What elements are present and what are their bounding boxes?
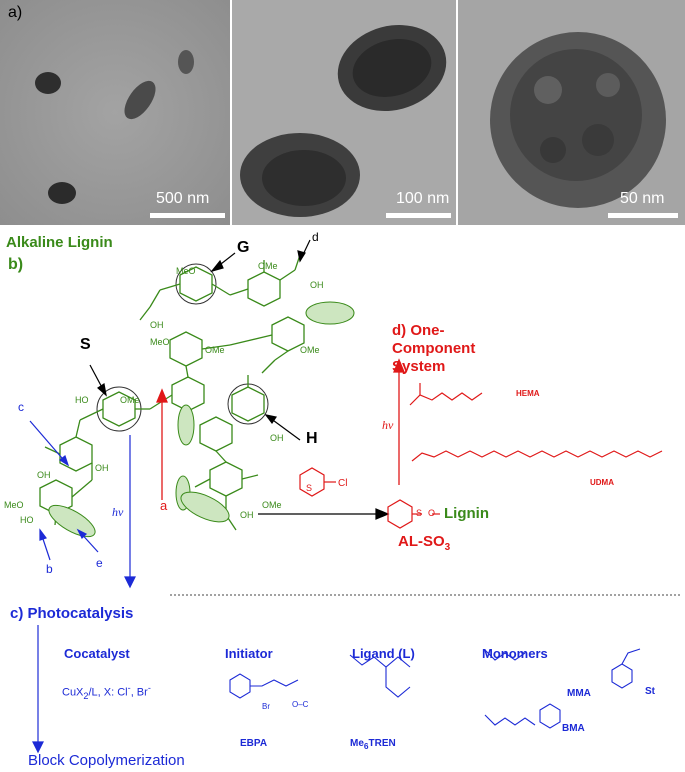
group-ome-3: OMe	[300, 345, 320, 355]
scale-label-1: 500 nm	[156, 190, 210, 207]
label-h: H	[306, 430, 318, 447]
product-al-so3	[387, 499, 440, 529]
monomers-header: Monomers	[482, 646, 548, 661]
group-meo-3: MeO	[4, 500, 24, 510]
product-lignin: Lignin	[444, 505, 489, 522]
alkaline-lignin-title: Alkaline Lignin	[6, 234, 113, 251]
bond-highlight-ovals	[48, 301, 355, 538]
group-ho-1: HO	[75, 395, 89, 405]
cocatalyst-header: Cocatalyst	[64, 646, 130, 661]
scale-label-2: 100 nm	[396, 190, 450, 207]
group-cooh: OH	[310, 280, 324, 290]
tem-image-2	[232, 0, 456, 225]
udma-label: UDMA	[590, 478, 614, 487]
reagent-s: S	[306, 483, 313, 493]
scale-bar-1	[150, 213, 225, 218]
group-meo-1: MeO	[176, 266, 196, 276]
reaction-scheme	[29, 239, 682, 754]
group-oh-2: OH	[37, 470, 51, 480]
label-g: G	[237, 239, 250, 256]
group-ome-2: OMe	[205, 345, 225, 355]
initiator-br: Br	[262, 702, 270, 711]
tem-image-1	[0, 0, 230, 225]
monomer-mma: MMA	[567, 688, 591, 699]
panel-b-letter: b)	[8, 256, 24, 273]
hema-label: HEMA	[516, 389, 540, 398]
label-s: S	[80, 336, 91, 353]
blue-arrows	[29, 420, 136, 754]
group-ome-1: OMe	[258, 261, 278, 271]
label-b: b	[46, 562, 53, 576]
cocatalyst-formula: CuX2/L, X: Cl-, Br-	[62, 683, 151, 701]
label-d-site: d	[312, 230, 319, 244]
scale-bar-2	[386, 213, 451, 218]
initiator-oc2h5: O–C	[292, 700, 309, 709]
panel-a-letter: a)	[8, 4, 23, 21]
ligand-header: Ligand (L)	[352, 646, 415, 661]
scale-bar-3	[608, 213, 678, 218]
reaction-arrow	[258, 508, 390, 520]
monomer-structures-d	[409, 383, 663, 462]
group-oh-5: OH	[240, 510, 254, 520]
panel-c-title: c) Photocatalysis	[10, 605, 134, 622]
ligand-name: Me6TREN	[350, 738, 396, 751]
hv-label-d: hν	[382, 418, 394, 432]
group-oh-3: OH	[95, 463, 109, 473]
monomer-bma: BMA	[562, 723, 585, 734]
group-ome-4: OMe	[120, 395, 140, 405]
reagent-benzenesulfonyl-chloride	[299, 467, 336, 497]
initiator-header: Initiator	[225, 646, 273, 661]
initiator-name: EBPA	[240, 738, 268, 749]
red-arrow-a	[156, 388, 168, 500]
group-ho-2: HO	[20, 515, 34, 525]
lignin-structure	[39, 254, 305, 531]
panel-d-title: d) One-Component System	[392, 322, 476, 375]
hv-label-c: hν	[112, 505, 124, 519]
group-oh-1: OH	[150, 320, 164, 330]
label-e: e	[96, 556, 103, 570]
label-c: c	[18, 400, 24, 414]
label-a: a	[160, 498, 168, 513]
block-copolymerization-label: Block Copolymerization	[28, 752, 185, 769]
group-ome-5: OMe	[262, 500, 282, 510]
product-s: S	[416, 508, 423, 518]
group-oh-4: OH	[270, 433, 284, 443]
product-o: O	[428, 508, 436, 518]
monomer-st: St	[645, 686, 655, 697]
panel-c-structures	[229, 648, 641, 729]
product-name: AL-SO3	[398, 533, 451, 553]
group-meo-2: MeO	[150, 337, 170, 347]
reagent-cl: Cl	[338, 478, 348, 489]
tem-image-3	[458, 0, 685, 225]
site-arrows	[89, 239, 311, 441]
scale-label-3: 50 nm	[620, 190, 665, 207]
red-arrow-d	[393, 358, 405, 485]
